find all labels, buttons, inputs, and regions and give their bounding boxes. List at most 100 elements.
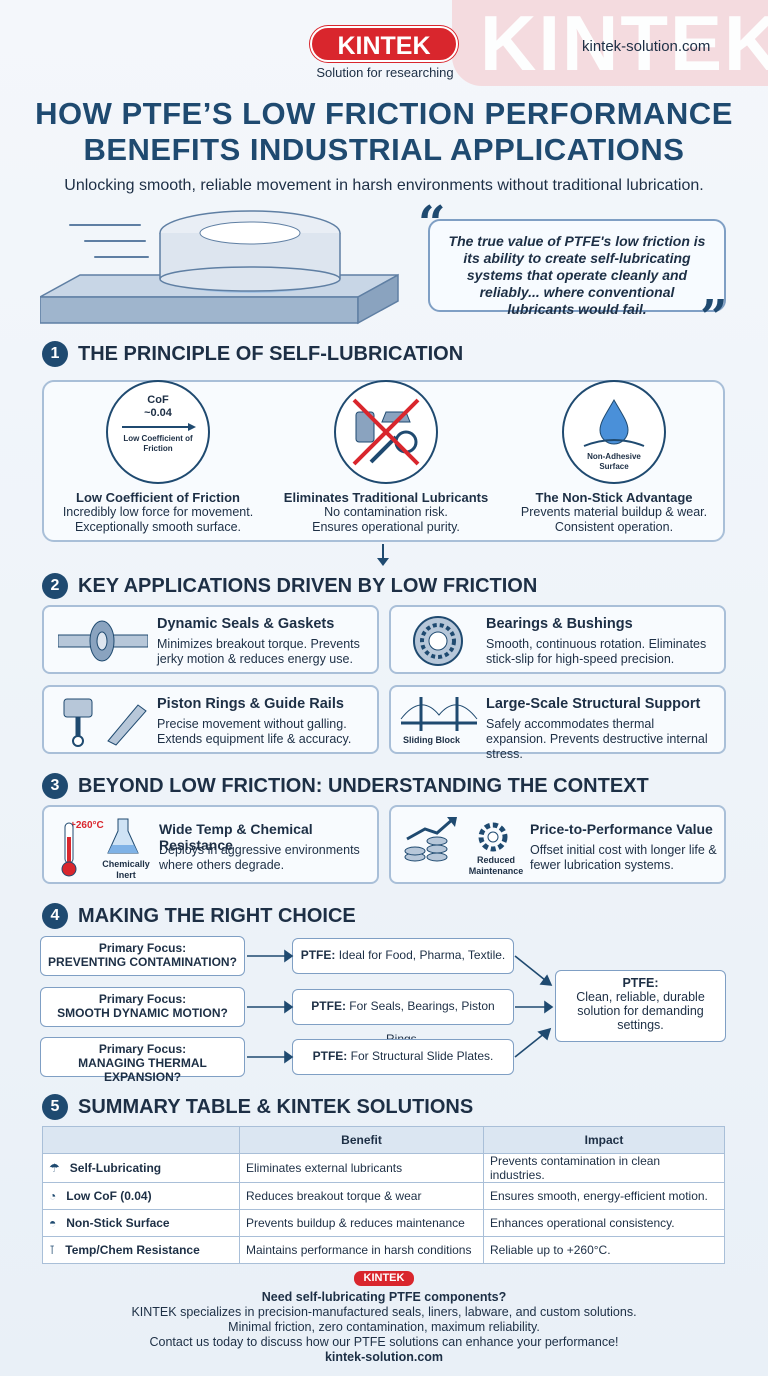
choice-result-box: PTFE: For Structural Slide Plates. — [292, 1039, 514, 1075]
choice-focus-box: Primary Focus: MANAGING THERMAL EXPANSIO… — [40, 1037, 245, 1084]
quote-close-icon: ” — [700, 290, 728, 346]
thermometer-icon — [61, 822, 77, 877]
footer-text: Need self-lubricating PTFE components? K… — [0, 1290, 768, 1365]
section-5-heading: 5 SUMMARY TABLE & KINTEK SOLUTIONS — [42, 1094, 473, 1120]
table-header-row: Benefit Impact — [42, 1126, 725, 1154]
footer-line: Need self-lubricating PTFE components? — [261, 1290, 507, 1304]
section-title: MAKING THE RIGHT CHOICE — [78, 904, 356, 927]
section-number: 2 — [42, 573, 68, 599]
card-text: Deploys in aggressive environments where… — [159, 843, 360, 872]
card-text: Precise movement without galling. Extend… — [157, 717, 352, 746]
table-cell: Reliable up to +260°C. — [483, 1236, 725, 1264]
non-stick-label: Non-Adhesive Surface — [587, 452, 641, 471]
card-heading: Large-Scale Structural Support — [486, 696, 701, 712]
focus-label: Primary Focus: — [98, 992, 187, 1006]
footer-line: KINTEK specializes in precision-manufact… — [131, 1305, 637, 1319]
row-label: Self-Lubricating — [69, 1161, 162, 1175]
down-arrow-icon — [377, 544, 389, 566]
choice-focus-box: Primary Focus: SMOOTH DYNAMIC MOTION? — [40, 987, 245, 1027]
card-heading: Bearings & Bushings — [486, 616, 633, 632]
footer-url[interactable]: kintek-solution.com — [324, 1350, 444, 1364]
choice-result-box: PTFE: Ideal for Food, Pharma, Textile. — [292, 938, 514, 974]
sliding-block-label: Sliding Block — [403, 735, 461, 745]
focus-label: Primary Focus: — [98, 1042, 187, 1056]
table-label-cell: ◔ Low CoF (0.04) — [42, 1182, 240, 1210]
summary-table-wrap: Benefit Impact ☂Self-Lubricating Elimina… — [42, 1126, 725, 1264]
card-text: Minimizes breakout torque. Prevents jerk… — [157, 637, 360, 666]
gauge-icon: ◔ — [49, 1189, 57, 1203]
table-cell: Maintains performance in harsh condition… — [239, 1236, 484, 1264]
footer-logo[interactable]: KINTEK — [354, 1271, 414, 1286]
bridge-icon — [400, 697, 478, 731]
principle-line: Incredibly low force for movement. — [62, 505, 254, 519]
principle-line: Ensures operational purity. — [312, 520, 460, 534]
section-title: BEYOND LOW FRICTION: UNDERSTANDING THE C… — [78, 774, 649, 797]
section-number: 1 — [42, 341, 68, 367]
application-card: Piston Rings & Guide Rails Precise movem… — [42, 685, 379, 754]
table-header-cell: Impact — [483, 1126, 725, 1154]
principle-heading: Eliminates Traditional Lubricants — [283, 490, 489, 505]
choice-arrows — [247, 949, 554, 1064]
reduced-maintenance-label: Reduced Maintenance — [468, 855, 524, 876]
principle-non-stick: Non-Adhesive Surface The Non-Stick Advan… — [500, 380, 728, 535]
table-cell: Eliminates external lubricants — [239, 1153, 484, 1183]
chemically-inert-label: Chemically Inert — [102, 859, 150, 880]
choice-focus-box: Primary Focus: PREVENTING CONTAMINATION? — [40, 936, 245, 976]
table-row: ◔ Low CoF (0.04) Reduces breakout torque … — [42, 1182, 725, 1210]
value-growth-icon — [404, 817, 508, 862]
focus-need: MANAGING THERMAL EXPANSION? — [78, 1056, 207, 1084]
kintek-logo[interactable]: KINTEK — [310, 26, 458, 62]
application-card: Dynamic Seals & Gaskets Minimizes breako… — [42, 605, 379, 674]
cof-icon: CoF ~0.04 Low Coefficient of Friction — [106, 380, 210, 484]
quote-box: The true value of PTFE's low friction is… — [428, 219, 726, 317]
row-label: Non-Stick Surface — [66, 1216, 170, 1230]
principle-no-lubricants: Eliminates Traditional Lubricants No con… — [272, 380, 500, 535]
cof-value: CoF ~0.04 — [144, 394, 172, 419]
header-url[interactable]: kintek-solution.com — [582, 38, 711, 55]
watermark-text: KINTEK — [452, 0, 768, 86]
card-heading: Price-to-Performance Value — [530, 821, 713, 837]
table-cell: Prevents buildup & reduces maintenance — [239, 1209, 484, 1237]
footer-line: Minimal friction, zero contamination, ma… — [228, 1320, 540, 1334]
piston-icon — [63, 698, 147, 747]
card-text: Safely accommodates thermal expansion. P… — [486, 717, 708, 761]
context-card: +260°C Chemically Inert Wide Temp & Chem… — [42, 805, 379, 884]
table-header-cell — [42, 1126, 240, 1154]
page-subtitle: Unlocking smooth, reliable movement in h… — [64, 177, 704, 194]
principle-heading: The Non-Stick Advantage — [535, 490, 693, 505]
focus-label: Primary Focus: — [98, 941, 187, 955]
table-cell: Prevents contamination in clean industri… — [483, 1153, 725, 1183]
temp-label: +260°C — [70, 820, 104, 831]
table-label-cell: ☂Self-Lubricating — [42, 1153, 240, 1183]
table-row: ◓ Non-Stick Surface Prevents buildup & re… — [42, 1209, 725, 1237]
row-label: Low CoF (0.04) — [66, 1189, 152, 1203]
card-text: Offset initial cost with longer life & f… — [530, 843, 717, 872]
drop-surface-icon: ◓ — [49, 1216, 57, 1230]
footer-line: Contact us today to discuss how our PTFE… — [149, 1335, 619, 1349]
bearing-icon — [413, 616, 463, 666]
choice-result-box: PTFE: For Seals, Bearings, Piston Rings. — [292, 989, 514, 1046]
principle-line: No contamination risk. — [324, 505, 448, 519]
result-bold: PTFE: — [312, 1049, 348, 1063]
section-title: THE PRINCIPLE OF SELF-LUBRICATION — [78, 342, 464, 365]
section-4-heading: 4 MAKING THE RIGHT CHOICE — [42, 903, 356, 929]
principle-line: Exceptionally smooth surface. — [74, 520, 242, 534]
section-3-heading: 3 BEYOND LOW FRICTION: UNDERSTANDING THE… — [42, 773, 649, 799]
conclusion-head: PTFE: — [622, 976, 659, 990]
result-bold: PTFE: — [311, 999, 346, 1013]
section-2-heading: 2 KEY APPLICATIONS DRIVEN BY LOW FRICTIO… — [42, 573, 537, 599]
table-label-cell: ⊺Temp/Chem Resistance — [42, 1236, 240, 1264]
section-1-heading: 1 THE PRINCIPLE OF SELF-LUBRICATION — [42, 341, 463, 367]
section-number: 4 — [42, 903, 68, 929]
card-text: Smooth, continuous rotation. Eliminates … — [486, 637, 707, 666]
principle-line: Prevents material buildup & wear. — [520, 505, 708, 519]
summary-table: Benefit Impact ☂Self-Lubricating Elimina… — [42, 1126, 725, 1264]
application-card: Bearings & Bushings Smooth, continuous r… — [389, 605, 726, 674]
table-header-cell: Benefit — [239, 1126, 484, 1154]
table-row: ☂Self-Lubricating Eliminates external lu… — [42, 1153, 725, 1183]
table-cell: Reduces breakout torque & wear — [239, 1182, 484, 1210]
cof-label: Low Coefficient of Friction — [123, 434, 193, 453]
result-text: For Structural Slide Plates. — [347, 1049, 494, 1063]
page-title: HOW PTFE’S LOW FRICTION PERFORMANCE BENE… — [35, 96, 733, 167]
section-title: KEY APPLICATIONS DRIVEN BY LOW FRICTION — [78, 574, 538, 597]
